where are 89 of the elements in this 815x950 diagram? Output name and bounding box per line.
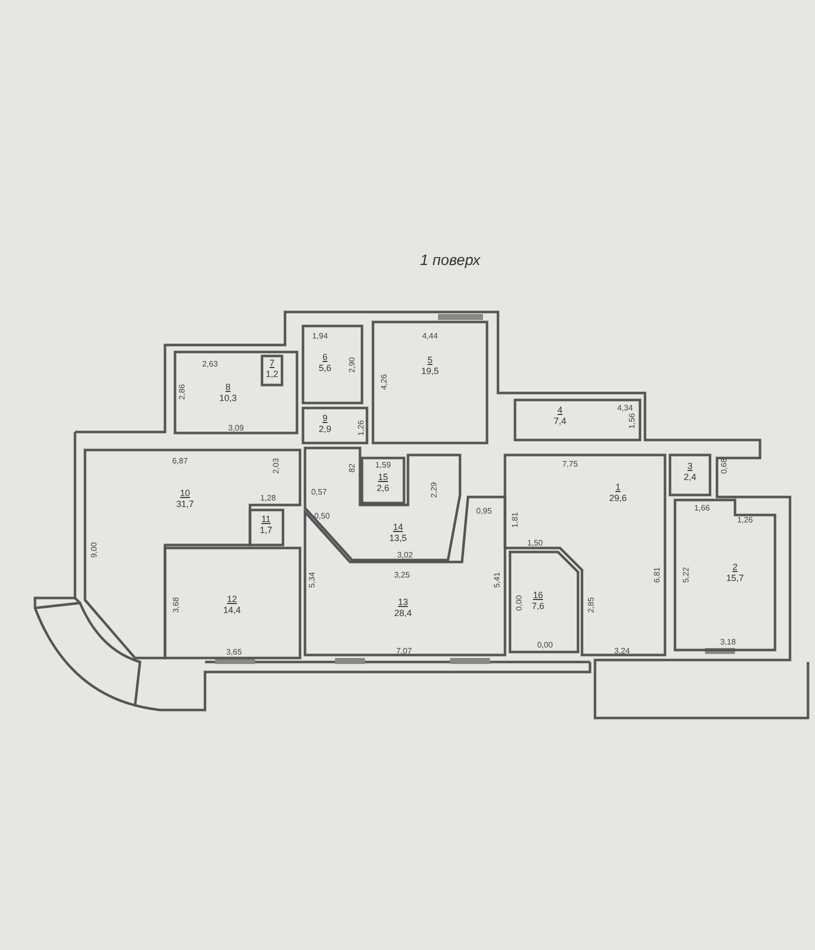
room-area: 10,3 [219,393,237,404]
room-area: 7,4 [554,416,566,427]
dimension-label: 3,68 [172,597,180,613]
room-area: 15,7 [726,573,744,584]
room-area: 1,7 [260,525,272,536]
dimension-label: 7,75 [562,460,578,468]
room-number: 16 [533,590,543,601]
room-outline [262,356,282,385]
room-area: 19,5 [421,366,439,377]
dimension-label: 0,68 [720,458,728,474]
dimension-label: 0,50 [314,512,330,520]
dimension-label: 0,57 [311,488,327,496]
room-number: 3 [688,461,692,472]
dimension-label: 0,95 [476,506,492,516]
room-number: 13 [398,597,408,608]
dimension-label: 3,09 [228,424,244,432]
dimension-label: 2,85 [586,597,596,613]
room-number: 8 [226,382,230,393]
dimension-label: 1,59 [375,460,391,470]
dimension-label: 2,29 [430,482,438,498]
room-area: 7,6 [532,601,544,612]
room-area: 1,2 [266,369,278,380]
room-number: 1 [616,482,620,493]
dimension-label: 1,26 [737,516,753,524]
dimension-label: 3,24 [614,646,630,656]
room-number: 10 [180,488,190,499]
dimension-label: 2,03 [272,458,280,474]
room-number: 9 [322,413,328,424]
room-outline [362,458,404,503]
dimension-label: 2,63 [202,360,218,368]
dimension-label: 1,94 [312,332,328,340]
dimension-label: 82 [348,464,356,472]
room-number: 5 [428,355,432,366]
dimension-label: 2,90 [348,357,356,373]
room-area: 2,6 [376,483,390,494]
dimension-label: 1,66 [694,504,710,512]
room-area: 5,6 [318,363,332,374]
room-outline [305,497,505,655]
dimension-label: 5,22 [682,567,690,583]
dimension-label: 1,28 [260,494,276,502]
dimension-label: 3,25 [394,570,410,580]
room-area: 31,7 [176,499,194,510]
dimension-label: 7,07 [396,646,412,656]
room-outline [675,500,775,650]
dimension-label: 1,50 [527,538,543,548]
plan-title: 1 поверх [420,252,480,269]
dimension-label: 6,87 [172,456,188,466]
room-outline [505,455,665,655]
dimension-label: 3,02 [397,550,413,560]
room-area: 29,6 [609,493,627,504]
dimension-label: 4,34 [617,404,633,412]
room-area: 2,9 [318,424,332,435]
dimension-label: 0,00 [514,595,524,611]
room-area: 2,4 [684,472,696,483]
dimension-label: 1,56 [628,413,636,429]
room-number: 7 [270,358,274,369]
dimension-label: 2,86 [178,384,186,400]
dimension-label: 4,26 [380,374,388,390]
dimension-label: 0,00 [537,640,553,650]
room-outline [175,352,297,433]
room-outline [165,548,300,658]
room-area: 28,4 [394,608,412,619]
room-outline [305,448,460,560]
room-number: 14 [393,522,403,533]
dimension-label: 6,81 [652,567,662,583]
room-number: 2 [732,562,738,573]
room-outline [510,552,578,652]
dimension-label: 3,65 [226,648,242,656]
dimension-label: 9,00 [90,542,98,558]
room-number: 15 [378,472,388,483]
room-outline [303,326,362,403]
room-outline [515,400,640,440]
room-number: 11 [261,514,271,525]
room-number: 6 [322,352,328,363]
room-area: 14,4 [223,605,241,616]
dimension-label: 3,18 [720,638,736,646]
room-outline [250,510,283,545]
room-outline [373,322,487,443]
dimension-label: 5,34 [308,572,316,588]
dimension-label: 4,44 [422,332,438,340]
dimension-label: 1,81 [510,512,520,528]
room-outline [670,455,710,495]
room-number: 12 [227,594,237,605]
room-outline [303,408,367,443]
room-number: 4 [558,405,562,416]
room-outline [85,450,300,658]
dimension-label: 1,26 [356,420,366,436]
room-area: 13,5 [389,533,407,544]
dimension-label: 5,41 [492,572,502,588]
